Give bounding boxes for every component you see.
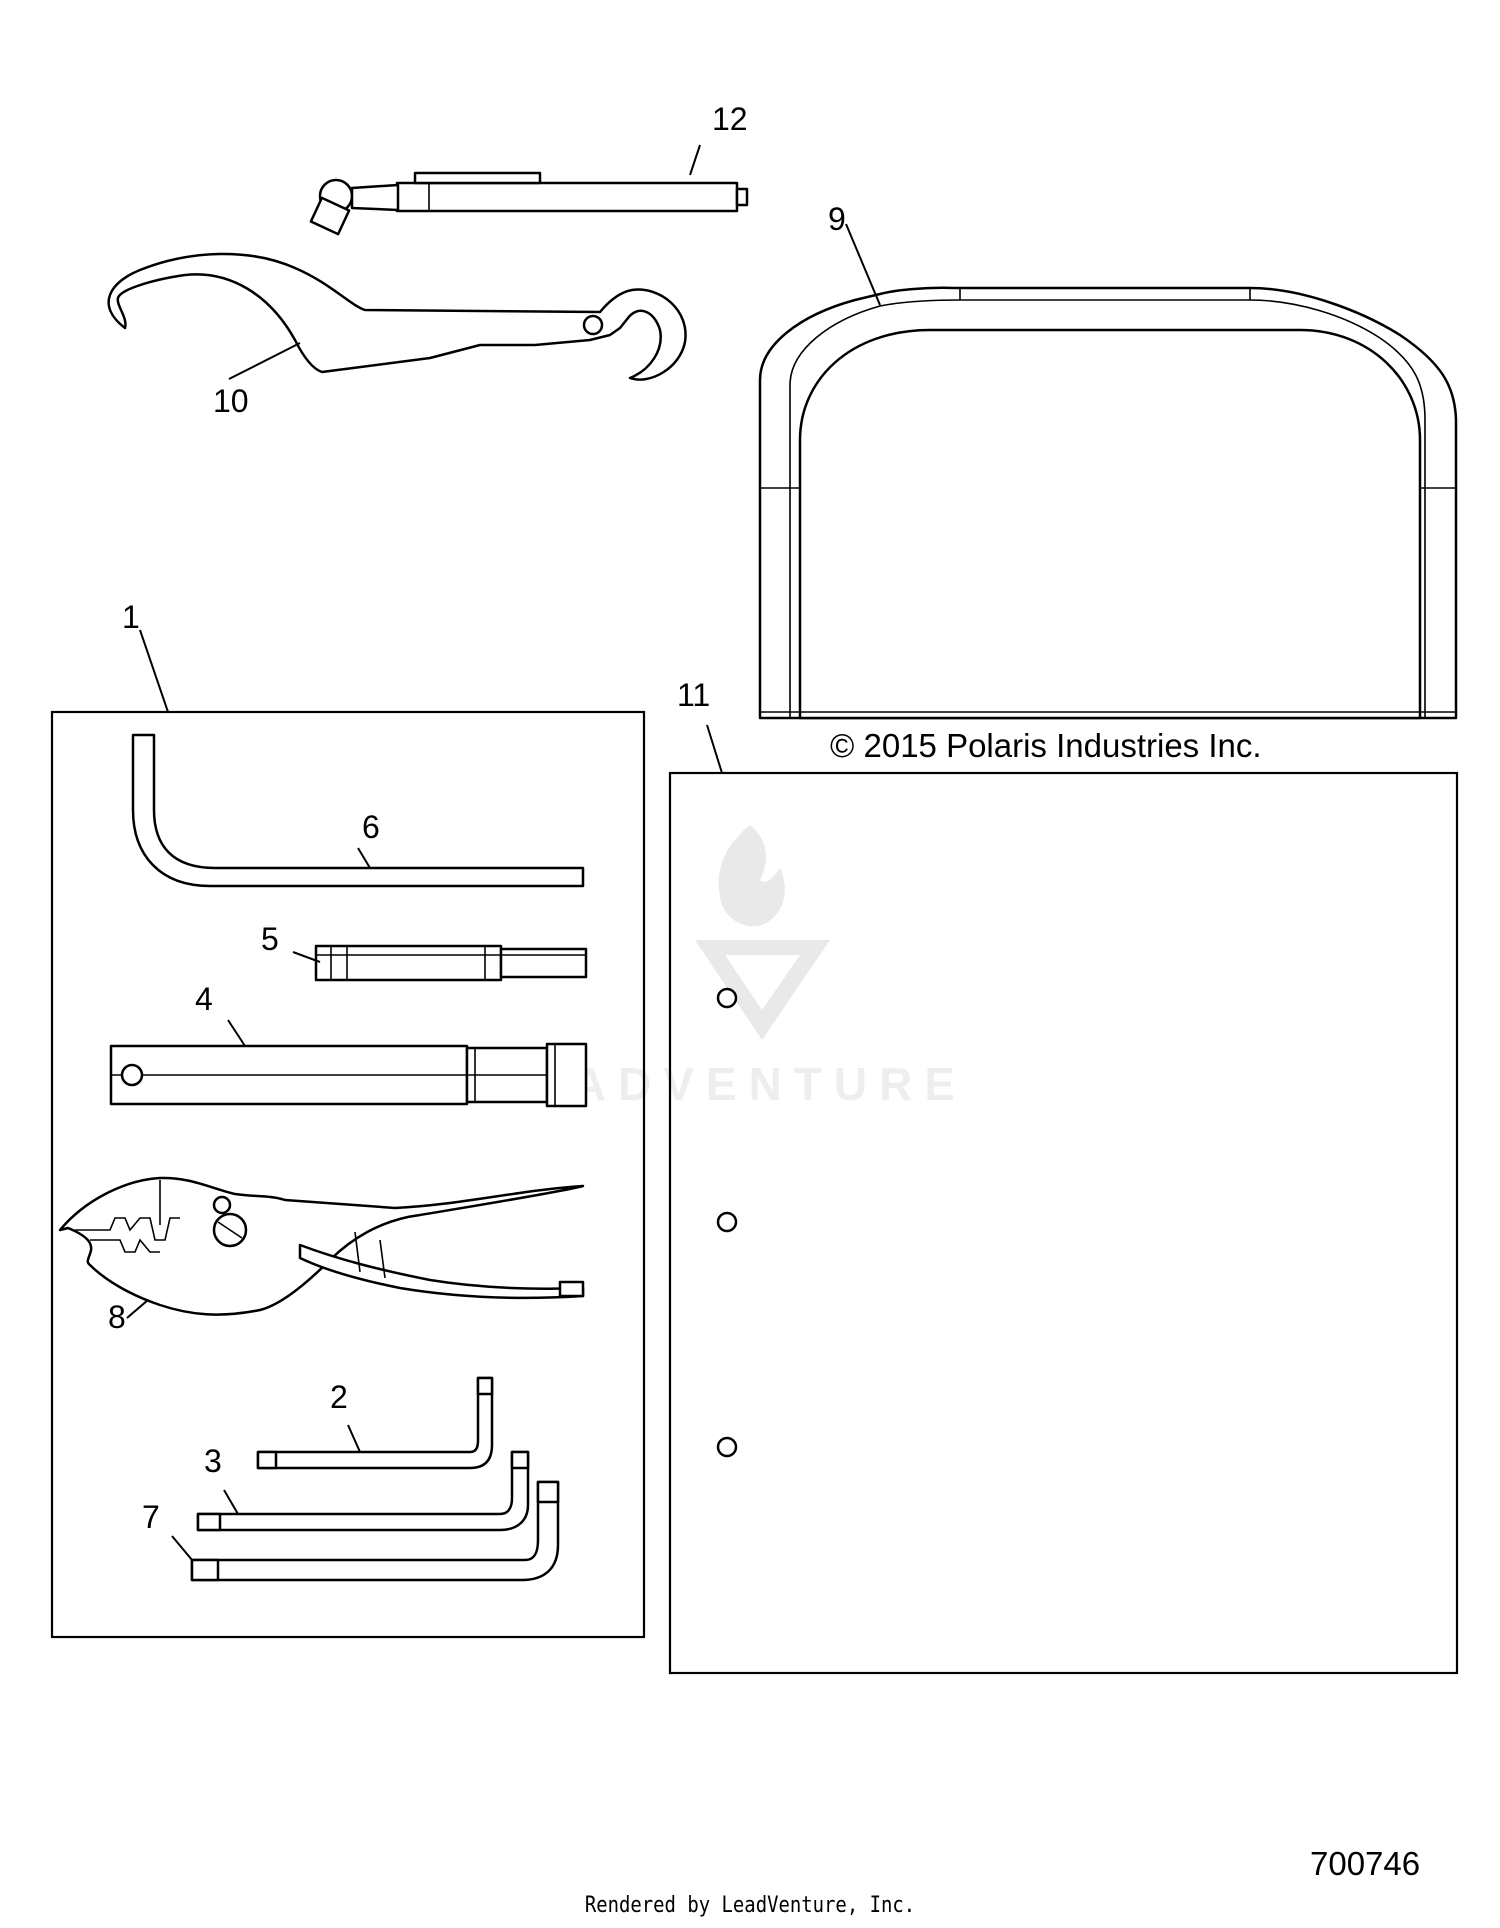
item-8-pliers [58, 1176, 585, 1319]
item-1-toolkit-frame [50, 629, 646, 1639]
callout-12: 12 [712, 101, 748, 137]
callout-10: 10 [213, 383, 249, 419]
item-9-bag [758, 223, 1458, 720]
callout-4: 4 [195, 981, 213, 1017]
callout-11: 11 [677, 677, 710, 713]
callout-6: 6 [362, 809, 380, 845]
item-7-hex-key [171, 1480, 560, 1582]
item-2-hex-key [256, 1376, 494, 1470]
render-credit: Rendered by LeadVenture, Inc. [584, 1893, 916, 1918]
callout-3: 3 [204, 1443, 222, 1479]
copyright-notice: © 2015 Polaris Industries Inc. [830, 727, 1262, 764]
item-10-spanner-wrench [107, 252, 687, 381]
item-6-hex-key [131, 733, 585, 888]
callout-9: 9 [828, 201, 846, 237]
diagram-id: 700746 [1310, 1845, 1421, 1882]
item-12-tool [309, 171, 749, 236]
callout-2: 2 [330, 1379, 348, 1415]
item-11-manual [668, 724, 1459, 1675]
callout-8: 8 [108, 1299, 126, 1335]
item-3-hex-key [196, 1450, 530, 1532]
callout-7: 7 [142, 1499, 160, 1535]
callout-5: 5 [261, 921, 279, 957]
item-5-socket [292, 944, 588, 982]
item-4-tube-wrench [109, 1019, 588, 1108]
callout-1: 1 [122, 599, 140, 635]
